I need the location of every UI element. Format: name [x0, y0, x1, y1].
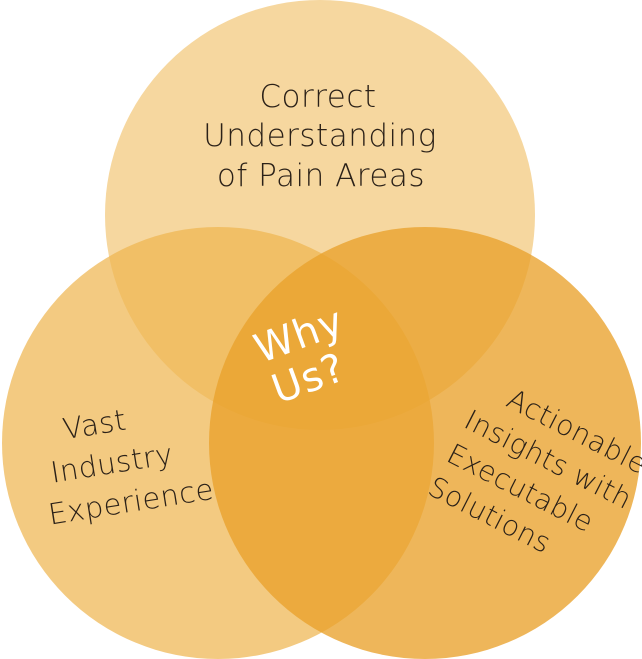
- top-label-line-3: of Pain Areas: [217, 158, 425, 194]
- top-label-line-2: Understanding: [203, 118, 437, 154]
- circle-right: [209, 227, 641, 659]
- top-label-line-1: Correct: [259, 79, 376, 115]
- right-circle-label: Actionable Insights with Executable Solu…: [423, 382, 642, 560]
- top-circle-label: Correct Understanding of Pain Areas: [203, 79, 437, 194]
